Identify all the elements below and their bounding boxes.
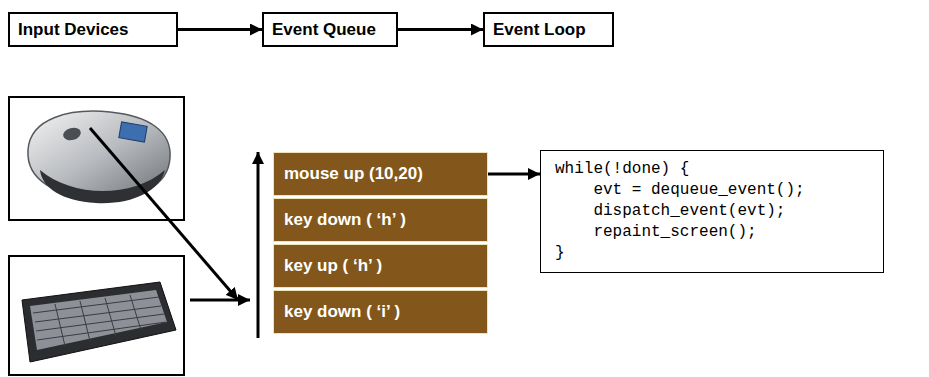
- stage-label: Input Devices: [18, 20, 129, 40]
- mouse-wheel: [62, 126, 82, 142]
- mouse-base: [40, 170, 165, 203]
- keyboard-keys: [30, 290, 167, 350]
- code-line: }: [555, 243, 871, 264]
- event-label: key down ( ‘h’ ): [284, 210, 406, 230]
- event-label: key down ( ‘i’ ): [284, 302, 400, 322]
- code-box: while(!done) {evt = dequeue_event();disp…: [540, 150, 884, 273]
- keyboard-body: [22, 282, 176, 362]
- queue-event: key down ( ‘i’ ): [273, 290, 488, 334]
- flow-arrow: [398, 28, 483, 31]
- code-line: while(!done) {: [555, 159, 871, 180]
- queue-event: key up ( ‘h’ ): [273, 244, 488, 288]
- mouse-input-arrow: [90, 128, 238, 300]
- flow-arrow: [178, 28, 262, 31]
- flow-arrow: [488, 173, 540, 176]
- keyboard-picture: [22, 282, 176, 362]
- mouse-frame: [9, 97, 184, 220]
- stage-label: Event Loop: [493, 20, 586, 40]
- stage-box: Event Queue: [262, 12, 398, 47]
- event-label: mouse up (10,20): [284, 164, 423, 184]
- mouse-picture: [28, 111, 170, 203]
- mouse-logo: [119, 122, 147, 142]
- queue-event: key down ( ‘h’ ): [273, 198, 488, 242]
- stage-box: Input Devices: [8, 12, 178, 47]
- stage-label: Event Queue: [272, 20, 376, 40]
- code-line: repaint_screen();: [555, 222, 871, 243]
- code-line: dispatch_event(evt);: [555, 201, 871, 222]
- stage-box: Event Loop: [483, 12, 614, 47]
- event-label: key up ( ‘h’ ): [284, 256, 382, 276]
- queue-event: mouse up (10,20): [273, 152, 488, 196]
- keyboard-frame: [9, 256, 184, 375]
- keyboard-key-grid: [33, 295, 166, 346]
- keyboard-input-arrow: [190, 299, 250, 302]
- code-line: evt = dequeue_event();: [555, 180, 871, 201]
- queue-flow-arrow: [257, 152, 260, 338]
